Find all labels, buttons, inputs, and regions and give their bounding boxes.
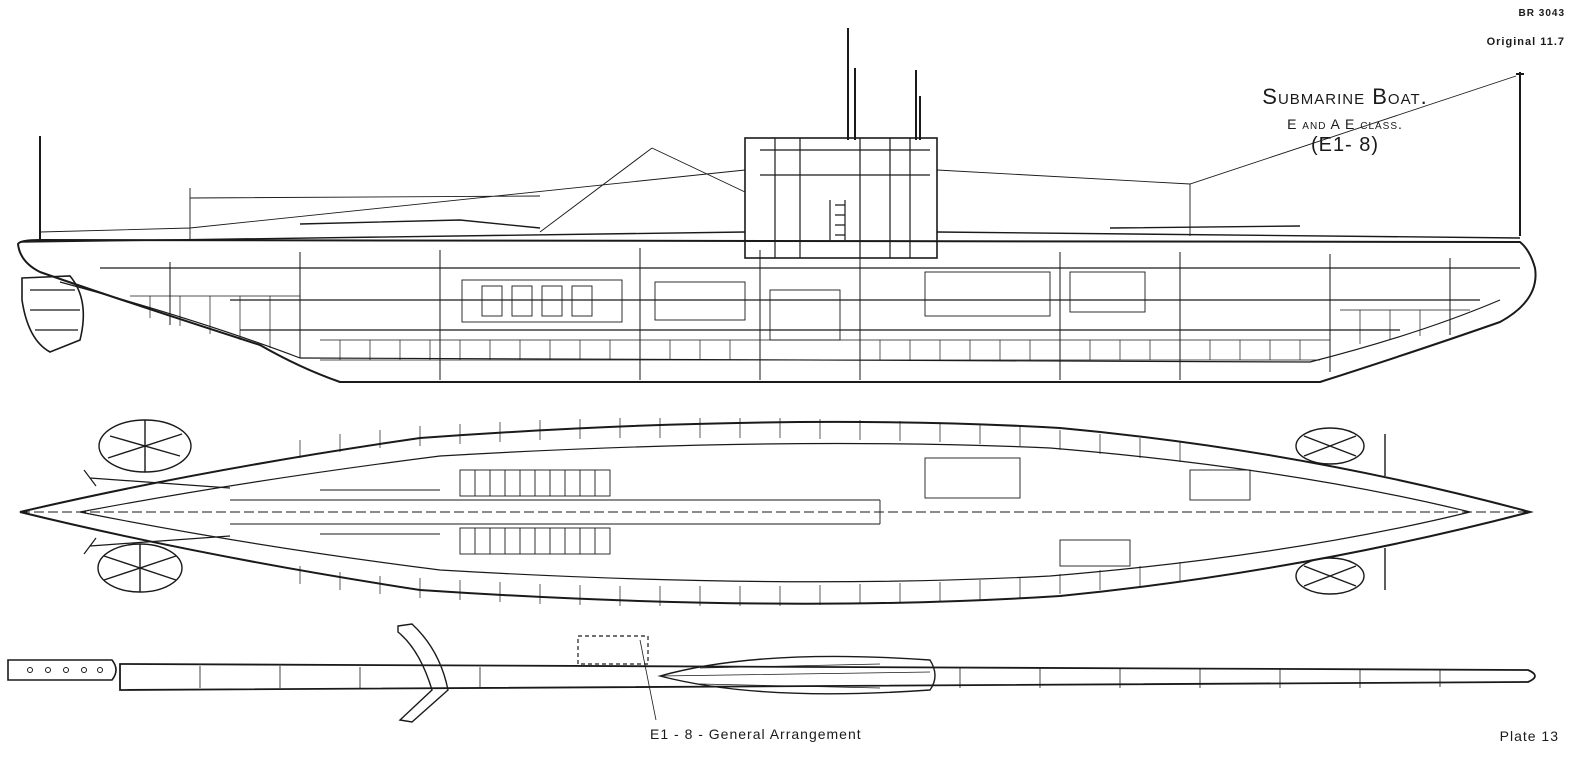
plan-view bbox=[19, 418, 1534, 606]
drawing-caption: E1 - 8 - General Arrangement bbox=[650, 726, 862, 742]
profile-engine-blocks bbox=[461, 271, 1146, 341]
title-block: Submarine Boat. E and A E class. (E1- 8) bbox=[1230, 84, 1460, 157]
profile-rudder-ribs bbox=[30, 289, 80, 331]
plan-propeller-shafts bbox=[83, 469, 231, 555]
plan-hull-outline bbox=[19, 420, 1534, 605]
profile-tower-details bbox=[760, 138, 930, 258]
drawing-designation: (E1- 8) bbox=[1310, 134, 1380, 156]
deck-bow-guard-lines bbox=[659, 663, 931, 689]
deck-outline bbox=[119, 663, 1536, 691]
deck-stern-cable-guard bbox=[397, 623, 449, 723]
deck-tower-outline bbox=[577, 635, 649, 665]
plan-pressure-hull bbox=[79, 442, 1471, 583]
profile-rudder bbox=[21, 275, 85, 353]
deck-aerial-lead bbox=[639, 639, 657, 721]
profile-frame-cells bbox=[130, 295, 1470, 361]
drawing-subtitle: E and A E class. bbox=[1287, 116, 1403, 132]
deck-stern-platform-holes bbox=[27, 667, 103, 673]
profile-elevation-view bbox=[16, 28, 1537, 383]
profile-conning-tower bbox=[744, 137, 938, 259]
deck-plan-view bbox=[7, 623, 1536, 723]
document-status: Original 11.7 bbox=[1486, 36, 1565, 48]
plan-bow-hydroplanes bbox=[1295, 427, 1386, 595]
profile-bulkheads bbox=[169, 248, 1451, 380]
profile-hull-outline bbox=[16, 238, 1537, 383]
plate-number: Plate 13 bbox=[1499, 728, 1559, 744]
profile-deck-casing bbox=[19, 219, 1521, 243]
plan-engine-rows bbox=[230, 457, 1251, 567]
deck-stanchion-marks bbox=[199, 666, 1441, 688]
plan-stern-hydroplanes bbox=[97, 419, 192, 593]
plan-tank-cells bbox=[299, 418, 1181, 606]
profile-bow-staff bbox=[1516, 72, 1524, 236]
profile-periscopes bbox=[847, 28, 921, 140]
profile-keel-line bbox=[59, 281, 1501, 363]
document-reference: BR 3043 bbox=[1518, 8, 1565, 19]
deck-stern-platform bbox=[7, 659, 117, 681]
profile-aerial-wires bbox=[39, 75, 1517, 240]
profile-tank-band bbox=[100, 267, 1520, 331]
drawing-title: Submarine Boat. bbox=[1262, 84, 1428, 109]
deck-bow-guard bbox=[657, 655, 936, 695]
